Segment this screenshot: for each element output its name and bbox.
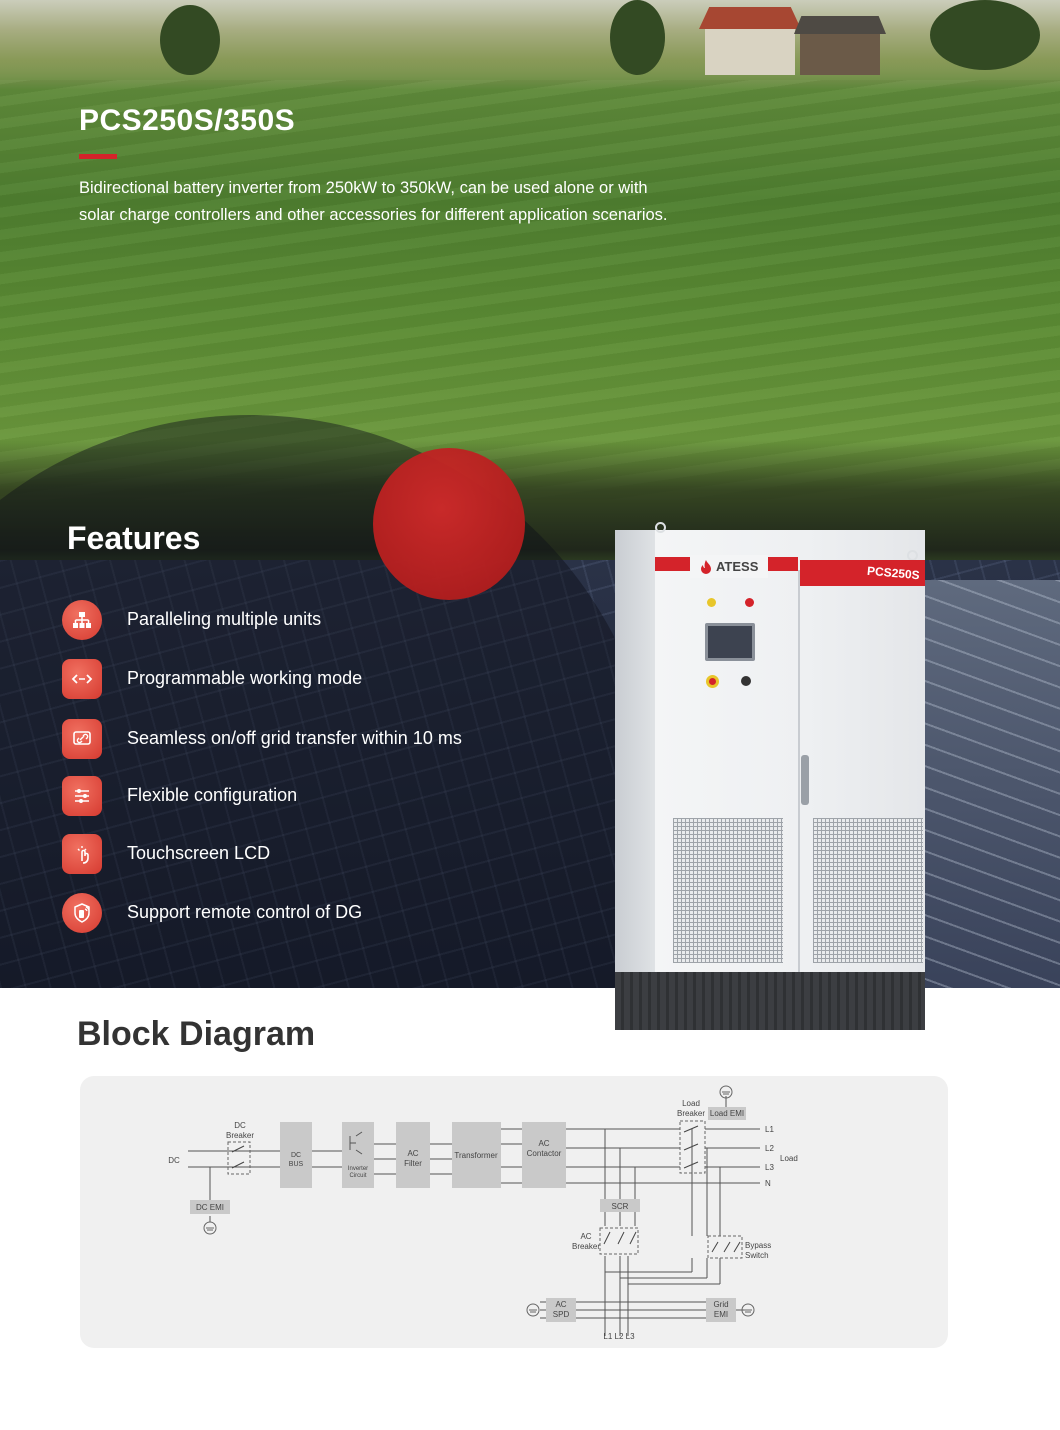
inverter-block bbox=[342, 1122, 374, 1188]
remote-shield-icon bbox=[62, 893, 102, 933]
code-icon bbox=[62, 659, 102, 699]
feature-label: Touchscreen LCD bbox=[127, 843, 271, 863]
dc-bus-label-1: DC bbox=[291, 1152, 301, 1159]
description-line-2: solar charge controllers and other acces… bbox=[79, 206, 668, 224]
block-diagram-svg: DC DC Breaker DC EMI DC BUS Inverter Cir… bbox=[168, 1085, 798, 1341]
feature-item: Flexible configuration bbox=[62, 776, 582, 818]
inverter-label-2: Circuit bbox=[349, 1173, 366, 1179]
inverter-label-1: Inverter bbox=[348, 1166, 368, 1172]
block-diagram: DC DC Breaker DC EMI DC BUS Inverter Cir… bbox=[80, 1076, 948, 1348]
cabinet-brand: ATESS bbox=[716, 559, 759, 574]
cabinet-base bbox=[615, 972, 925, 1030]
ac-breaker-label-2: Breaker bbox=[572, 1242, 600, 1251]
touchscreen-lcd bbox=[705, 623, 755, 661]
load-emi-block bbox=[708, 1107, 746, 1120]
barn bbox=[794, 16, 886, 75]
flame-logo-icon bbox=[701, 559, 711, 574]
feature-item: Seamless on/off grid transfer within 10 … bbox=[62, 719, 582, 761]
cabinet-logo: ATESS bbox=[690, 555, 769, 578]
lift-ring bbox=[655, 522, 666, 533]
vent-grille bbox=[673, 818, 783, 963]
door-handle bbox=[801, 755, 809, 805]
title-underline bbox=[79, 154, 117, 159]
network-icon bbox=[62, 600, 102, 640]
ac-contactor-block bbox=[522, 1122, 566, 1188]
l1-label: L1 bbox=[765, 1125, 774, 1134]
ac-spd-label-1: AC bbox=[555, 1300, 566, 1309]
l3-label: L3 bbox=[765, 1163, 774, 1172]
description-line-1: Bidirectional battery inverter from 250k… bbox=[79, 179, 648, 197]
dc-label: DC bbox=[168, 1156, 180, 1165]
load-breaker-label-1: Load bbox=[682, 1099, 700, 1108]
feature-label: Support remote control of DG bbox=[127, 902, 363, 922]
vent-grille bbox=[813, 818, 923, 963]
ac-filter-label-2: Filter bbox=[404, 1159, 422, 1168]
feature-item: Support remote control of DG bbox=[62, 893, 582, 935]
n-label: N bbox=[765, 1179, 771, 1188]
ac-contactor-label-1: AC bbox=[538, 1139, 549, 1148]
fault-lamp bbox=[745, 598, 754, 607]
grid-emi-label-2: EMI bbox=[714, 1310, 728, 1319]
dc-emi-label: DC EMI bbox=[196, 1203, 224, 1212]
dc-bus-block bbox=[280, 1122, 312, 1188]
ac-filter-label-1: AC bbox=[407, 1149, 418, 1158]
scr-block bbox=[600, 1199, 640, 1212]
bypass-label-1: Bypass bbox=[745, 1241, 771, 1250]
hero-background bbox=[0, 0, 1060, 988]
distant-fields bbox=[0, 0, 1060, 90]
dc-breaker-label-2: Breaker bbox=[226, 1131, 254, 1140]
red-accent-circle bbox=[373, 448, 525, 600]
transformer-block bbox=[452, 1122, 501, 1188]
features-heading: Features bbox=[67, 520, 201, 556]
cabinet-side bbox=[615, 530, 655, 1002]
feature-item: Touchscreen LCD bbox=[62, 834, 582, 876]
grid-lines-label: L1 L2 L3 bbox=[603, 1332, 635, 1341]
load-emi-label: Load EMI bbox=[710, 1109, 744, 1118]
feature-label: Programmable working mode bbox=[127, 668, 363, 688]
selector-knob bbox=[741, 676, 751, 686]
farmhouse bbox=[699, 7, 801, 75]
transformer-label: Transformer bbox=[454, 1151, 498, 1160]
ac-contactor-label-2: Contactor bbox=[527, 1149, 562, 1158]
sliders-icon bbox=[62, 776, 102, 816]
dc-bus-label-2: BUS bbox=[289, 1161, 304, 1168]
ac-spd-block bbox=[546, 1298, 576, 1322]
feature-item: Paralleling multiple units bbox=[62, 600, 582, 642]
link-icon bbox=[62, 719, 102, 759]
feature-label: Flexible configuration bbox=[127, 785, 298, 805]
door-gap bbox=[798, 570, 800, 980]
load-label: Load bbox=[780, 1154, 798, 1163]
block-diagram-heading: Block Diagram bbox=[77, 1015, 316, 1053]
touch-icon bbox=[62, 834, 102, 874]
product-description: Bidirectional battery inverter from 250k… bbox=[79, 175, 759, 229]
dc-emi-block bbox=[190, 1200, 230, 1214]
dc-breaker-label-1: DC bbox=[234, 1121, 246, 1130]
load-breaker-label-2: Breaker bbox=[677, 1109, 705, 1118]
feature-label: Paralleling multiple units bbox=[127, 609, 322, 629]
power-lamp bbox=[707, 598, 716, 607]
feature-label: Seamless on/off grid transfer within 10 … bbox=[127, 728, 462, 748]
tree bbox=[160, 5, 220, 75]
ac-filter-block bbox=[396, 1122, 430, 1188]
bypass-label-2: Switch bbox=[745, 1251, 769, 1260]
cabinet-stripe bbox=[800, 560, 925, 586]
product-title: PCS250S/350S bbox=[79, 104, 296, 137]
ac-breaker-label-1: AC bbox=[580, 1232, 591, 1241]
tree bbox=[930, 0, 1040, 70]
tree bbox=[610, 0, 665, 75]
field-rows bbox=[0, 80, 1060, 500]
grid-emi-label-1: Grid bbox=[713, 1300, 728, 1309]
scr-label: SCR bbox=[612, 1202, 629, 1211]
emergency-stop-button bbox=[706, 675, 719, 688]
feature-item: Programmable working mode bbox=[62, 659, 582, 701]
ac-spd-label-2: SPD bbox=[553, 1310, 570, 1319]
grid-emi-block bbox=[706, 1298, 736, 1322]
l2-label: L2 bbox=[765, 1144, 774, 1153]
inverter-cabinet: ATESS PCS250S bbox=[615, 522, 925, 1030]
